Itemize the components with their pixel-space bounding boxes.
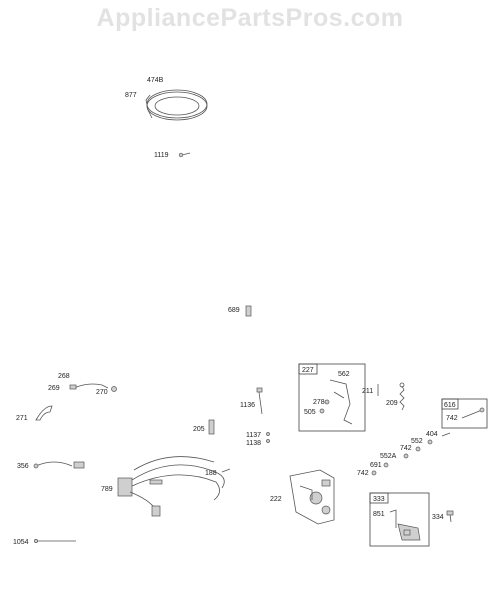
- callout-1054: 1054: [13, 539, 29, 546]
- callout-269: 269: [48, 385, 60, 392]
- part-271-bracket[interactable]: [35, 405, 53, 421]
- box-616-tag: [441, 398, 459, 410]
- part-562-lever[interactable]: [329, 379, 353, 425]
- callout-1138: 1138: [246, 440, 261, 447]
- callout-552A: 552A: [380, 453, 397, 460]
- part-552A-washer[interactable]: [403, 453, 409, 459]
- callout-188: 188: [205, 470, 217, 477]
- part-505-nut[interactable]: [319, 408, 325, 414]
- box-333: [369, 492, 430, 547]
- callout-404: 404: [426, 431, 438, 438]
- part-851-bracket[interactable]: [389, 509, 421, 541]
- callout-742-c: 742: [357, 470, 369, 477]
- part-209-spring[interactable]: [399, 382, 405, 411]
- callout-691: 691: [370, 462, 382, 469]
- callout-552: 552: [411, 438, 423, 445]
- watermark-logo: AppliancePartsPros.com: [96, 4, 404, 32]
- callout-505: 505: [304, 409, 316, 416]
- part-268-cable[interactable]: [69, 383, 117, 392]
- part-356-wire[interactable]: [33, 461, 85, 469]
- callout-205: 205: [193, 426, 205, 433]
- box-616: [441, 398, 488, 429]
- box-227-tag: [298, 363, 318, 375]
- box-227: [298, 363, 366, 432]
- callout-333: 333: [373, 496, 385, 503]
- part-1137-pin[interactable]: [266, 432, 270, 436]
- part-222-bracket-assembly[interactable]: [289, 469, 335, 525]
- box-333-tag: [369, 492, 389, 504]
- callout-227: 227: [302, 367, 314, 374]
- part-1138-pin[interactable]: [266, 439, 270, 443]
- callout-334: 334: [432, 514, 444, 521]
- callout-562: 562: [338, 371, 350, 378]
- callout-1136: 1136: [240, 402, 255, 409]
- part-742-bolt-b[interactable]: [415, 446, 421, 452]
- part-278-spring[interactable]: [324, 399, 330, 405]
- callout-742-b: 742: [400, 445, 412, 452]
- callout-689: 689: [228, 307, 240, 314]
- part-404-screw[interactable]: [441, 432, 451, 437]
- callout-278: 278: [313, 399, 325, 406]
- part-1136-bolt[interactable]: [256, 387, 263, 415]
- part-1054-tie[interactable]: [34, 539, 76, 543]
- part-691-nut[interactable]: [383, 462, 389, 468]
- part-474B-stator[interactable]: [145, 89, 208, 121]
- part-689-clip[interactable]: [245, 305, 252, 317]
- callout-1137: 1137: [246, 432, 261, 439]
- callout-356: 356: [17, 463, 29, 470]
- callout-268: 268: [58, 373, 70, 380]
- callout-1119: 1119: [154, 152, 169, 159]
- part-1119-screw[interactable]: [178, 152, 191, 158]
- callout-271: 271: [16, 415, 28, 422]
- part-188-screw[interactable]: [221, 468, 231, 473]
- part-334-bolt[interactable]: [446, 510, 454, 523]
- callout-742-a: 742: [446, 415, 458, 422]
- callout-222: 222: [270, 496, 282, 503]
- part-552-washer[interactable]: [427, 439, 433, 445]
- callout-616: 616: [444, 402, 456, 409]
- callout-211: 211: [362, 388, 373, 395]
- callout-789: 789: [101, 486, 113, 493]
- callout-851: 851: [373, 511, 385, 518]
- callout-209: 209: [386, 400, 398, 407]
- part-742-bolt-a[interactable]: [461, 407, 485, 419]
- part-789-harness[interactable]: [117, 456, 225, 517]
- part-742-bolt-c[interactable]: [371, 470, 377, 476]
- callout-270: 270: [96, 389, 108, 396]
- callout-474B: 474B: [147, 77, 164, 84]
- callout-877: 877: [125, 92, 137, 99]
- part-205-sleeve[interactable]: [208, 419, 215, 435]
